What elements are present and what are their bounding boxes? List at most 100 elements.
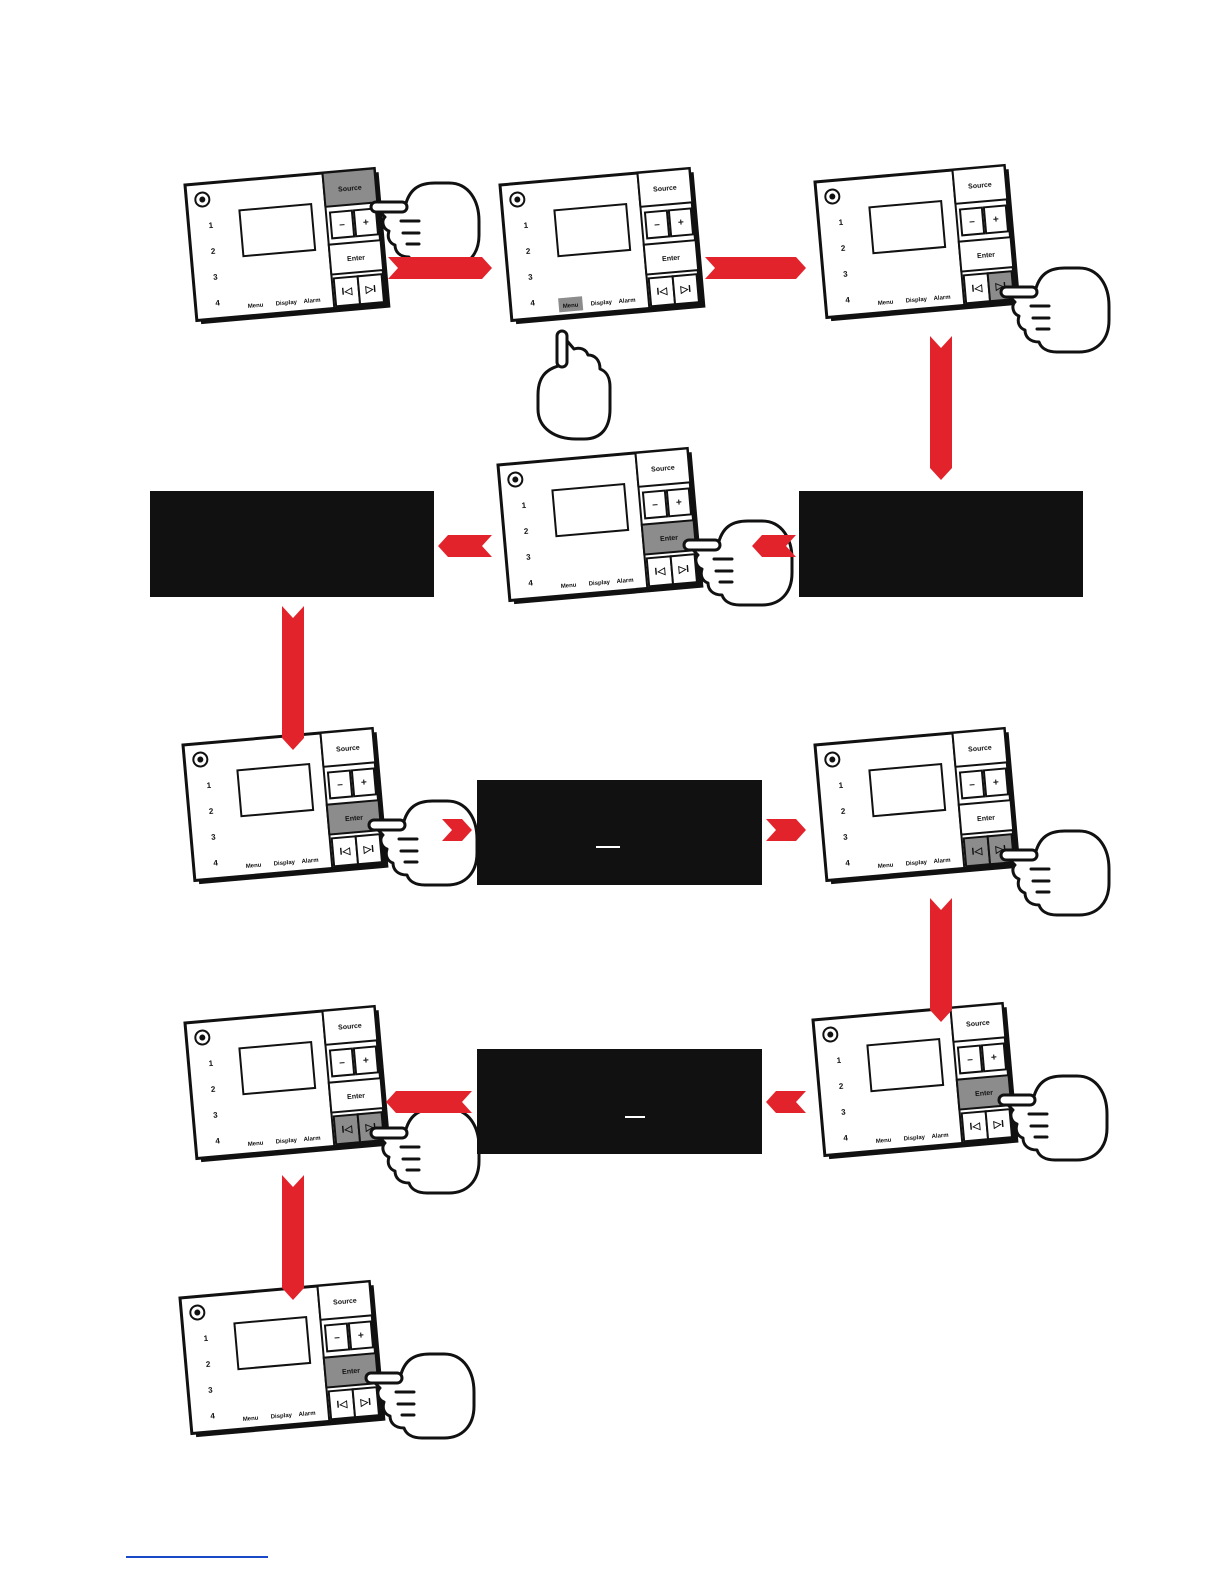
preset-3[interactable]: 3 [213, 272, 219, 281]
display-button[interactable]: Display [906, 860, 928, 868]
preset-2[interactable]: 2 [524, 527, 530, 536]
prev-button[interactable]: I◁ [962, 272, 992, 305]
preset-1[interactable]: 1 [208, 221, 214, 230]
preset-3[interactable]: 3 [213, 1110, 219, 1119]
source-button[interactable]: Source [321, 1005, 379, 1046]
preset-1[interactable]: 1 [208, 1059, 214, 1068]
power-icon[interactable] [192, 751, 209, 768]
enter-button[interactable]: Enter [325, 799, 383, 836]
display-button[interactable]: Display [904, 1135, 926, 1143]
preset-1[interactable]: 1 [521, 501, 527, 510]
preset-1[interactable]: 1 [203, 1334, 209, 1343]
prev-button[interactable]: I◁ [332, 1113, 362, 1146]
display-button[interactable]: Display [591, 300, 613, 308]
enter-button[interactable]: Enter [955, 1074, 1013, 1111]
minus-button[interactable]: – [956, 1044, 984, 1075]
preset-4[interactable]: 4 [845, 858, 851, 867]
enter-button[interactable]: Enter [957, 799, 1015, 836]
display-button[interactable]: Display [276, 1138, 298, 1146]
display-button[interactable]: Display [906, 297, 928, 305]
prev-button[interactable]: I◁ [330, 835, 360, 868]
preset-4[interactable]: 4 [530, 298, 536, 307]
alarm-button[interactable]: Alarm [933, 295, 950, 302]
preset-3[interactable]: 3 [841, 1107, 847, 1116]
preset-1[interactable]: 1 [206, 781, 212, 790]
plus-button[interactable]: + [667, 207, 695, 238]
prev-button[interactable]: I◁ [645, 555, 675, 588]
plus-button[interactable]: + [982, 204, 1010, 235]
preset-2[interactable]: 2 [526, 247, 532, 256]
next-button[interactable]: ▷I [984, 1108, 1014, 1141]
source-button[interactable]: Source [321, 167, 379, 208]
power-icon[interactable] [189, 1304, 206, 1321]
minus-button[interactable]: – [958, 206, 986, 237]
enter-button[interactable]: Enter [327, 1077, 385, 1114]
plus-button[interactable]: + [352, 1045, 380, 1076]
preset-3[interactable]: 3 [528, 272, 534, 281]
preset-2[interactable]: 2 [841, 807, 847, 816]
menu-button[interactable]: Menu [561, 583, 577, 590]
enter-button[interactable]: Enter [327, 239, 385, 276]
power-icon[interactable] [507, 471, 524, 488]
minus-button[interactable]: – [323, 1322, 351, 1353]
next-button[interactable]: ▷I [356, 273, 386, 306]
preset-4[interactable]: 4 [843, 1133, 849, 1142]
source-button[interactable]: Source [634, 447, 692, 488]
preset-3[interactable]: 3 [211, 832, 217, 841]
preset-2[interactable]: 2 [841, 244, 847, 253]
display-button[interactable]: Display [589, 580, 611, 588]
source-button[interactable]: Source [951, 164, 1009, 205]
next-button[interactable]: ▷I [671, 273, 701, 306]
source-button[interactable]: Source [949, 1002, 1007, 1043]
menu-button[interactable]: Menu [243, 1416, 259, 1423]
enter-button[interactable]: Enter [640, 519, 698, 556]
source-button[interactable]: Source [319, 727, 377, 768]
preset-4[interactable]: 4 [215, 298, 221, 307]
menu-button[interactable]: Menu [878, 863, 894, 870]
enter-button[interactable]: Enter [957, 236, 1015, 273]
menu-button[interactable]: Menu [246, 863, 262, 870]
preset-4[interactable]: 4 [210, 1411, 216, 1420]
enter-button[interactable]: Enter [322, 1352, 380, 1389]
plus-button[interactable]: + [980, 1042, 1008, 1073]
menu-button[interactable]: Menu [248, 1141, 264, 1148]
next-button[interactable]: ▷I [354, 833, 384, 866]
preset-4[interactable]: 4 [528, 578, 534, 587]
preset-4[interactable]: 4 [213, 858, 219, 867]
power-icon[interactable] [194, 1029, 211, 1046]
preset-2[interactable]: 2 [211, 247, 217, 256]
alarm-button[interactable]: Alarm [931, 1133, 948, 1140]
preset-1[interactable]: 1 [523, 221, 529, 230]
menu-button[interactable]: Menu [248, 303, 264, 310]
preset-4[interactable]: 4 [215, 1136, 221, 1145]
plus-button[interactable]: + [347, 1320, 375, 1351]
next-button[interactable]: ▷I [669, 553, 699, 586]
plus-button[interactable]: + [665, 487, 693, 518]
next-button[interactable]: ▷I [351, 1386, 381, 1419]
plus-button[interactable]: + [350, 767, 378, 798]
minus-button[interactable]: – [641, 489, 669, 520]
plus-button[interactable]: + [352, 207, 380, 238]
preset-1[interactable]: 1 [838, 781, 844, 790]
minus-button[interactable]: – [328, 1047, 356, 1078]
alarm-button[interactable]: Alarm [303, 298, 320, 305]
preset-3[interactable]: 3 [208, 1385, 214, 1394]
preset-1[interactable]: 1 [836, 1056, 842, 1065]
menu-button[interactable]: Menu [876, 1138, 892, 1145]
prev-button[interactable]: I◁ [960, 1110, 990, 1143]
menu-button[interactable]: Menu [563, 303, 579, 310]
preset-2[interactable]: 2 [206, 1360, 212, 1369]
power-icon[interactable] [824, 188, 841, 205]
minus-button[interactable]: – [643, 209, 671, 240]
alarm-button[interactable]: Alarm [301, 858, 318, 865]
preset-3[interactable]: 3 [843, 269, 849, 278]
alarm-button[interactable]: Alarm [933, 858, 950, 865]
source-button[interactable]: Source [316, 1280, 374, 1321]
display-button[interactable]: Display [271, 1413, 293, 1421]
power-icon[interactable] [824, 751, 841, 768]
preset-3[interactable]: 3 [843, 832, 849, 841]
menu-button[interactable]: Menu [878, 300, 894, 307]
footer-link-underline[interactable] [126, 1556, 268, 1558]
source-button[interactable]: Source [636, 167, 694, 208]
alarm-button[interactable]: Alarm [303, 1136, 320, 1143]
